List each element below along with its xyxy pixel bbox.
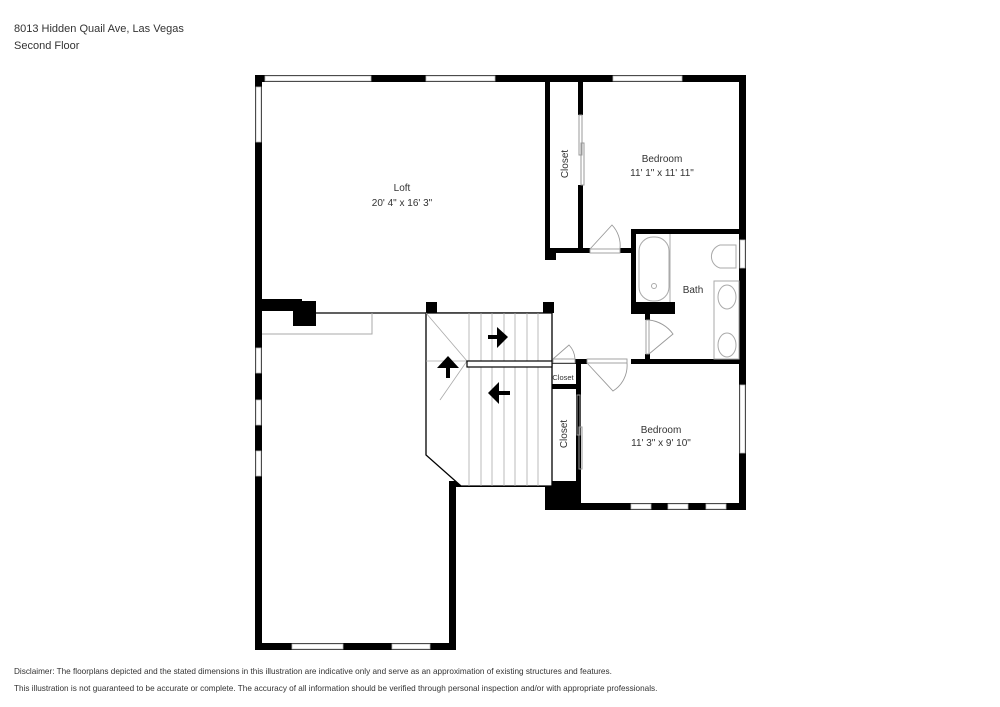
svg-text:11' 3" x 9' 10": 11' 3" x 9' 10" — [631, 438, 691, 449]
room-loft: Loft 20' 4" x 16' 3" — [372, 183, 433, 209]
header: 8013 Hidden Quail Ave, Las Vegas Second … — [14, 21, 184, 55]
stair-arrow-right-icon — [488, 327, 508, 348]
windows — [255, 75, 746, 650]
room-closet-3: Closet — [559, 420, 570, 449]
closet-doors — [576, 114, 585, 470]
bath-fixtures — [638, 234, 740, 360]
svg-text:Bedroom: Bedroom — [642, 154, 683, 165]
room-bedroom-1: Bedroom 11' 1" x 11' 11" — [630, 154, 694, 179]
svg-text:Closet: Closet — [560, 150, 571, 179]
address: 8013 Hidden Quail Ave, Las Vegas — [14, 23, 184, 35]
room-closet-2: Closet — [552, 373, 574, 382]
disclaimer-line-1: Disclaimer: The floorplans depicted and … — [14, 667, 612, 676]
svg-text:Loft: Loft — [394, 183, 411, 194]
svg-text:Bedroom: Bedroom — [641, 425, 682, 436]
floor-label: Second Floor — [14, 40, 80, 52]
room-bedroom-2: Bedroom 11' 3" x 9' 10" — [631, 425, 691, 449]
svg-text:11' 1" x 11' 11": 11' 1" x 11' 11" — [630, 168, 694, 179]
svg-text:Closet: Closet — [559, 420, 570, 449]
doors[interactable] — [552, 224, 674, 392]
room-closet-1: Closet — [560, 150, 571, 179]
room-bath: Bath — [683, 285, 704, 296]
stair-arrow-left-icon — [488, 382, 510, 404]
disclaimer: Disclaimer: The floorplans depicted and … — [14, 663, 657, 697]
disclaimer-line-2: This illustration is not guaranteed to b… — [14, 684, 658, 693]
svg-text:Bath: Bath — [683, 285, 704, 296]
stair-arrow-up-icon — [437, 356, 459, 378]
svg-text:Closet: Closet — [552, 373, 574, 382]
counter — [262, 313, 373, 335]
svg-text:20' 4" x 16' 3": 20' 4" x 16' 3" — [372, 198, 433, 209]
staircase[interactable] — [425, 312, 553, 487]
